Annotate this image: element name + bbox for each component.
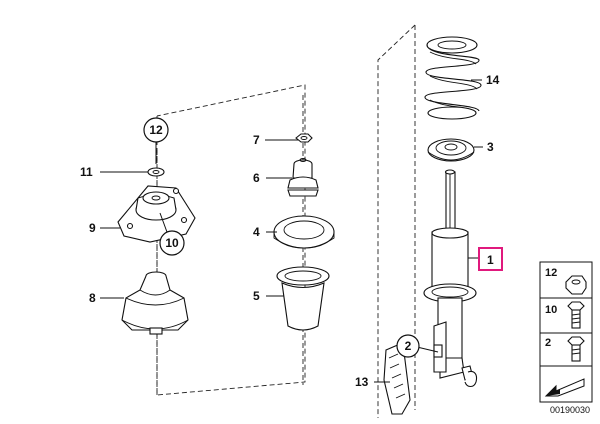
callout-7: 7 [253,133,260,147]
fastener-legend: 12 10 2 [539,261,593,403]
spring-seat[interactable] [427,138,475,162]
shock-absorber[interactable] [423,169,478,388]
callout-2: 2 [405,339,412,353]
bolt-icon [567,336,585,362]
callout-11: 11 [80,165,93,179]
strut-top-mount[interactable] [117,185,196,243]
hex-bolt-icon [567,301,585,329]
callout-1-highlight [478,247,503,271]
reference-number: 00190030 [550,405,590,415]
callouts: 14 3 1 7 6 4 5 11 9 8 13 12 10 2 [80,73,503,389]
nut-icon [565,275,587,295]
callout-3: 3 [487,140,494,154]
callout-14: 14 [486,73,500,87]
hex-nut[interactable] [295,133,313,143]
callout-5: 5 [253,289,260,303]
callout-8: 8 [89,291,96,305]
legend-label-hex-bolt: 10 [545,304,557,316]
callout-1: 1 [487,253,494,267]
callout-13: 13 [355,375,369,389]
bearing-ring[interactable] [273,215,335,249]
rubber-mount[interactable] [121,271,189,335]
callout-9: 9 [89,221,96,235]
washer-small[interactable] [147,167,165,177]
dust-boot[interactable] [276,266,330,331]
legend-label-bolt: 2 [545,337,551,349]
callout-6: 6 [253,171,260,185]
callout-10: 10 [165,236,179,250]
callout-12: 12 [149,123,163,137]
direction-arrow-icon [544,378,585,397]
legend-label-nut: 12 [545,267,557,279]
coil-spring[interactable] [424,36,482,120]
callout-4: 4 [253,225,260,239]
bump-stop[interactable] [287,158,319,197]
